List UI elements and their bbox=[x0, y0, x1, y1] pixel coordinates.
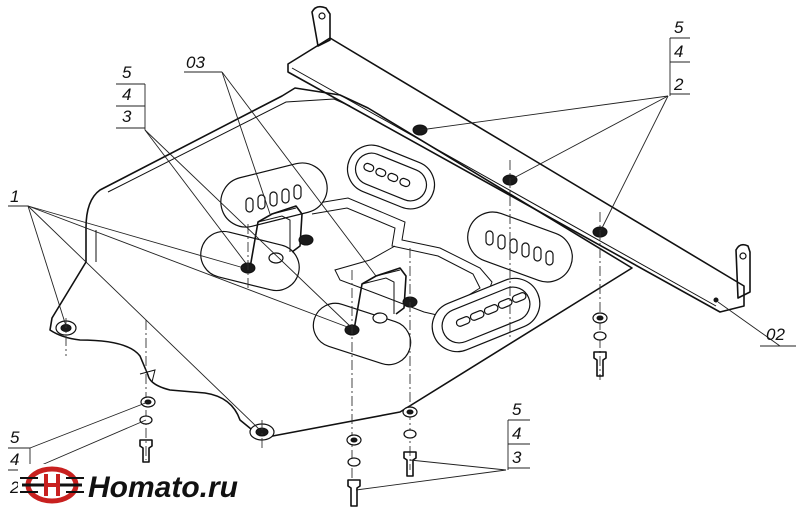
label-bottom-left-4: 4 bbox=[10, 450, 19, 469]
vent-fins-right bbox=[485, 230, 554, 266]
label-top-right-2: 2 bbox=[673, 75, 684, 94]
brand-logo-icon bbox=[20, 466, 84, 504]
leader-lines bbox=[8, 37, 796, 494]
bolt-set-center-left bbox=[346, 434, 362, 507]
label-bottom-right-4: 4 bbox=[512, 424, 521, 443]
label-top-left-3: 3 bbox=[122, 107, 132, 126]
label-top-right-4: 4 bbox=[674, 42, 683, 61]
skid-plate bbox=[49, 87, 633, 441]
fasteners bbox=[139, 312, 608, 507]
label-part-1: 1 bbox=[10, 187, 19, 206]
bolt-set-front-left bbox=[139, 396, 156, 463]
label-part-03: 03 bbox=[186, 53, 205, 72]
vent-fins-left bbox=[245, 184, 302, 213]
mounting-bracket-left bbox=[240, 205, 314, 274]
label-bottom-right-5: 5 bbox=[512, 400, 522, 419]
label-top-left-5: 5 bbox=[122, 63, 132, 82]
label-bottom-left-2: 2 bbox=[9, 478, 20, 497]
label-top-right-5: 5 bbox=[674, 18, 684, 37]
label-bottom-right-3: 3 bbox=[512, 448, 522, 467]
label-part-02: 02 bbox=[766, 325, 785, 344]
label-top-left-4: 4 bbox=[122, 85, 131, 104]
bolt-set-rear bbox=[592, 312, 608, 377]
brand-logo: Homato.ru bbox=[18, 464, 238, 506]
vent-fins-lower bbox=[455, 292, 527, 327]
bolt-set-center-right bbox=[402, 406, 418, 477]
part-labels: 5 4 3 03 5 4 2 1 02 5 4 2 5 4 3 bbox=[9, 18, 785, 497]
label-bottom-left-5: 5 bbox=[10, 428, 20, 447]
vent-slots bbox=[200, 144, 573, 366]
vent-fins-upper bbox=[363, 162, 411, 188]
brand-logo-text: Homato.ru bbox=[88, 471, 238, 504]
